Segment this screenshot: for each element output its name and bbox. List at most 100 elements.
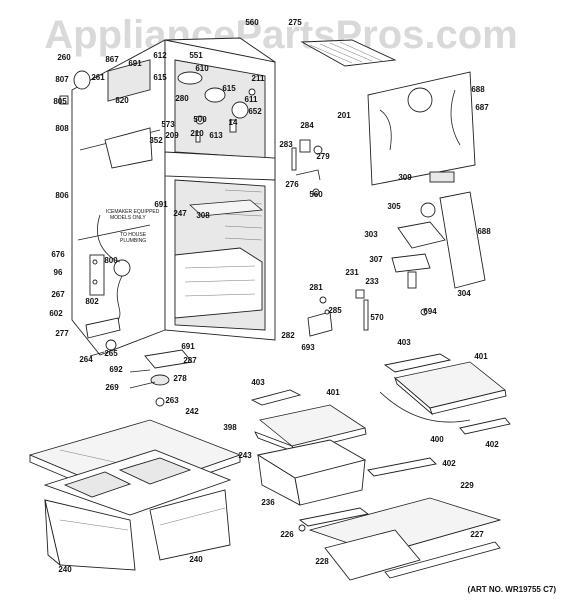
callout-277: 277 [55, 329, 69, 338]
callout-867: 867 [105, 55, 119, 64]
callout-263: 263 [165, 396, 179, 405]
callout-240: 240 [58, 565, 72, 574]
callout-287: 287 [183, 356, 197, 365]
callout-560: 560 [245, 18, 259, 27]
callout-282: 282 [281, 331, 295, 340]
callout-615: 615 [222, 84, 236, 93]
note-to-house-line1: TO HOUSE [120, 232, 147, 238]
callout-570: 570 [370, 313, 384, 322]
callout-806: 806 [55, 191, 69, 200]
callout-610: 610 [195, 64, 209, 73]
callout-247: 247 [173, 209, 187, 218]
callout-692: 692 [109, 365, 123, 374]
callout-611: 611 [245, 95, 258, 104]
callout-227: 227 [470, 530, 484, 539]
callout-808: 808 [55, 124, 69, 133]
callout-560: 560 [309, 190, 323, 199]
callout-303: 303 [364, 230, 378, 239]
callout-260: 260 [57, 53, 71, 62]
art-number: (ART NO. WR19755 C7) [468, 585, 557, 594]
callout-500: 500 [193, 115, 207, 124]
callout-402: 402 [485, 440, 499, 449]
wire-shelf-freezer [300, 39, 397, 67]
callout-236: 236 [261, 498, 275, 507]
callout-307: 307 [369, 255, 383, 264]
bottom-shelf-parts [298, 457, 502, 581]
callout-278: 278 [173, 374, 187, 383]
callout-691: 691 [154, 200, 168, 209]
callout-676: 676 [51, 250, 65, 259]
meat-pan [256, 439, 367, 506]
crisper-drawers [44, 489, 231, 571]
crisper-frame [43, 449, 232, 516]
callout-693: 693 [301, 343, 315, 352]
callout-209: 209 [165, 131, 179, 140]
cabinet [71, 37, 277, 356]
callout-398: 398 [223, 423, 237, 432]
callout-280: 280 [175, 94, 189, 103]
callout-691: 691 [128, 59, 142, 68]
callout-652: 652 [248, 107, 262, 116]
callout-285: 285 [328, 306, 342, 315]
callout-805: 805 [53, 97, 67, 106]
cabinet-base-parts [85, 317, 193, 407]
hinge-parts [291, 139, 323, 196]
callout-691: 691 [181, 342, 195, 351]
glass-shelf-right [379, 353, 511, 435]
water-valve-assembly [89, 214, 131, 321]
callout-201: 201 [337, 111, 351, 120]
callout-800: 800 [104, 256, 118, 265]
callout-267: 267 [51, 290, 65, 299]
callout-242: 242 [185, 407, 199, 416]
callout-403: 403 [397, 338, 411, 347]
callout-243: 243 [238, 451, 252, 460]
callout-688: 688 [471, 85, 485, 94]
callout-284: 284 [300, 121, 314, 130]
callout-276: 276 [285, 180, 299, 189]
callout-807: 807 [55, 75, 69, 84]
callout-573: 573 [161, 120, 175, 129]
freezer-rear-panel [367, 71, 476, 186]
callout-403: 403 [251, 378, 265, 387]
callout-304: 304 [457, 289, 471, 298]
callout-802: 802 [85, 297, 99, 306]
callout-283: 283 [279, 140, 293, 149]
callout-275: 275 [288, 18, 302, 27]
callout-308: 308 [196, 211, 210, 220]
callout-229: 229 [460, 481, 474, 490]
glass-shelf-left [250, 389, 367, 453]
callout-228: 228 [315, 557, 329, 566]
callout-612: 612 [153, 51, 167, 60]
callout-352: 352 [149, 136, 163, 145]
callout-231: 231 [345, 268, 359, 277]
callout-401: 401 [474, 352, 488, 361]
callout-233: 233 [365, 277, 379, 286]
note-icemaker-line1: ICEMAKER EQUIPPED [106, 209, 160, 215]
note-to-house-line2: PLUMBING [120, 238, 146, 244]
note-icemaker-line2: MODELS ONLY [110, 215, 146, 221]
callout-269: 269 [105, 383, 119, 392]
callout-551: 551 [189, 51, 203, 60]
callout-210: 210 [190, 129, 204, 138]
callout-602: 602 [49, 309, 63, 318]
callout-265: 265 [104, 349, 118, 358]
bracket-parts [307, 296, 333, 337]
callout-613: 613 [209, 131, 223, 140]
watermark-text: AppliancePartsPros.com [44, 13, 518, 57]
callout-279: 279 [316, 152, 330, 161]
icemaker-assembly [59, 59, 256, 169]
callout-305: 305 [387, 202, 401, 211]
callout-694: 694 [423, 307, 437, 316]
callout-309: 309 [398, 173, 412, 182]
callout-281: 281 [309, 283, 323, 292]
callout-615: 615 [153, 73, 167, 82]
callout-401: 401 [326, 388, 340, 397]
callout-402: 402 [442, 459, 456, 468]
dispenser-parts [355, 191, 486, 331]
callout-820: 820 [115, 96, 129, 105]
callout-14: 14 [229, 118, 238, 127]
callout-688: 688 [477, 227, 491, 236]
callout-96: 96 [54, 268, 63, 277]
